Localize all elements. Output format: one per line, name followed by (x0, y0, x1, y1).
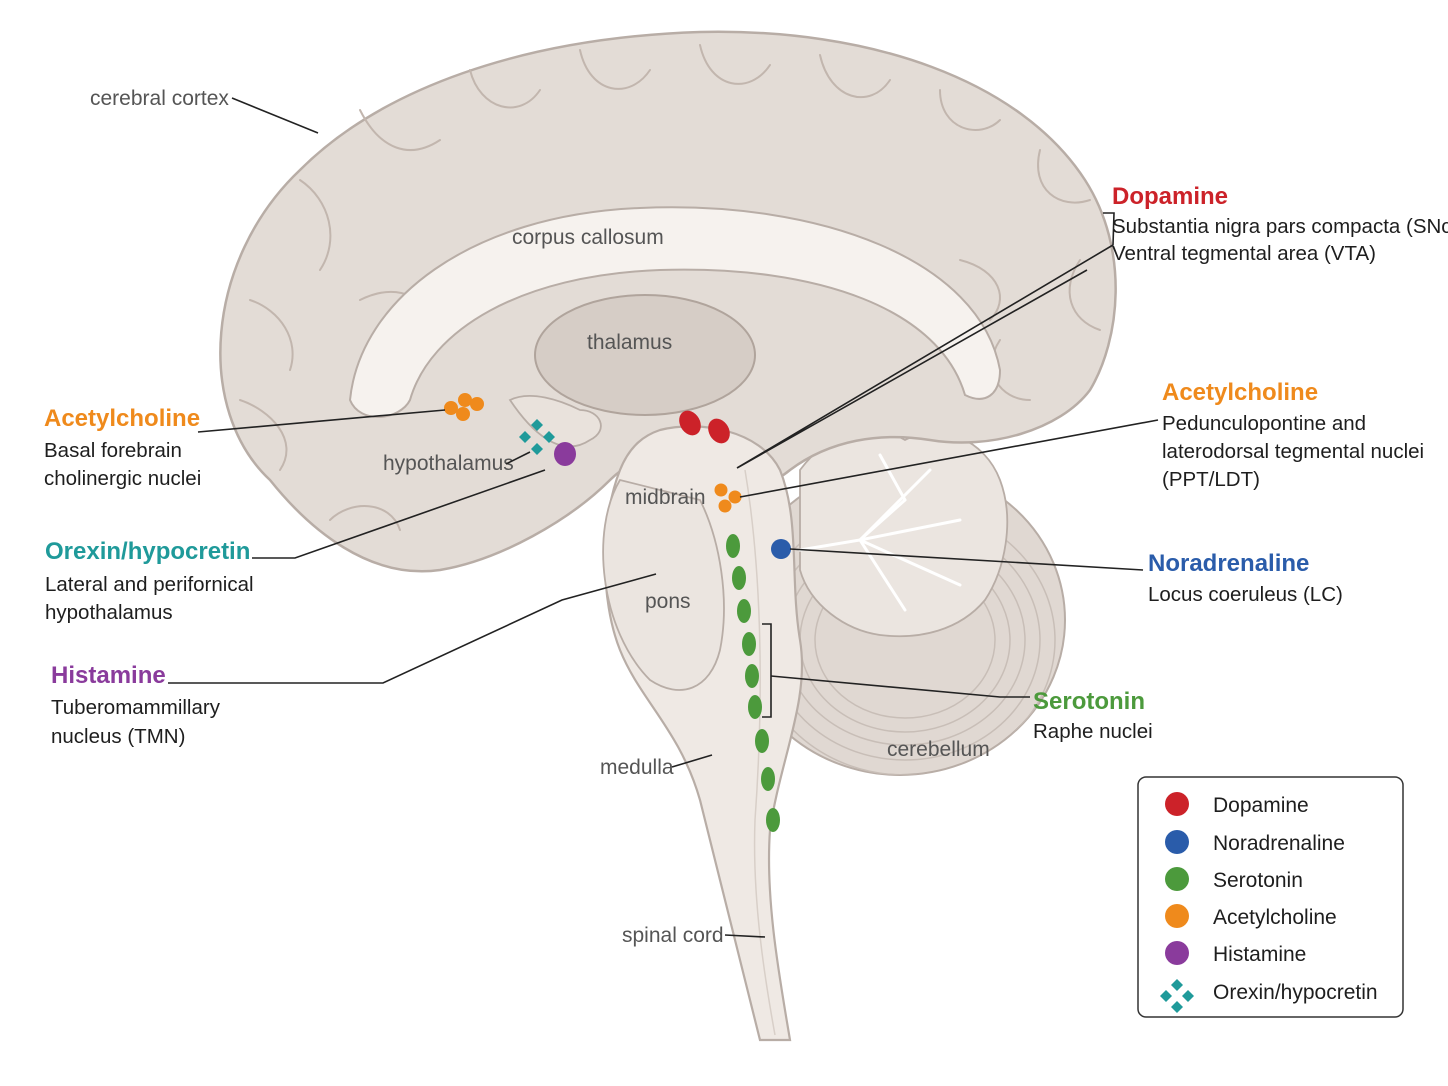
legend-swatch-orexin-icon (1160, 979, 1194, 1013)
region-label-medulla: medulla (600, 756, 674, 779)
region-label-corpus-callosum: corpus callosum (512, 226, 664, 249)
legend-label-noradrenaline: Noradrenaline (1213, 832, 1345, 855)
legend-label-serotonin: Serotonin (1213, 869, 1303, 892)
legend-label-orexin: Orexin/hypocretin (1213, 981, 1378, 1004)
label-orexin: Orexin/hypocretin Lateral and perifornic… (45, 538, 254, 624)
histamine-line-1: Tuberomammillary (51, 696, 221, 719)
thalamus-shape (534, 294, 756, 416)
histamine-title: Histamine (51, 662, 166, 689)
pontine-acetylcholine-nuclei (714, 483, 742, 513)
label-serotonin: Serotonin Raphe nuclei (1033, 688, 1153, 743)
ach-forebrain-title: Acetylcholine (44, 405, 200, 432)
legend-label-dopamine: Dopamine (1213, 794, 1309, 817)
orexin-nuclei (519, 419, 555, 455)
system-leader-lines (168, 212, 1159, 698)
legend-item: Acetylcholine (1165, 904, 1337, 929)
histamine-line-2: nucleus (TMN) (51, 725, 185, 748)
legend-swatch-serotonin (1165, 867, 1189, 891)
legend-label-histamine: Histamine (1213, 943, 1306, 966)
region-label-pons: pons (645, 590, 691, 613)
legend-swatch-histamine (1165, 941, 1189, 965)
ach-pontine-line-2: laterodorsal tegmental nuclei (1162, 440, 1424, 463)
ach-pontine-title: Acetylcholine (1162, 379, 1318, 406)
noradrenaline-title: Noradrenaline (1148, 550, 1309, 577)
corpus-callosum-shape (348, 206, 1002, 418)
brain-anatomy (219, 30, 1117, 1042)
nuclei-markers (444, 393, 791, 832)
region-label-cerebellum: cerebellum (887, 738, 990, 761)
locus-coeruleus-nucleus (771, 539, 791, 559)
region-labels: cerebral cortex corpus callosum thalamus… (90, 87, 990, 947)
ach-forebrain-line-1: Basal forebrain (44, 439, 182, 462)
legend-box (1137, 776, 1404, 1018)
legend-item: Noradrenaline (1165, 830, 1345, 855)
orexin-line-1: Lateral and perifornical (45, 573, 254, 596)
raphe-nuclei (726, 534, 780, 832)
label-acetylcholine-pontine: Acetylcholine Pedunculopontine and later… (1162, 379, 1424, 491)
region-label-cerebral-cortex: cerebral cortex (90, 87, 229, 110)
ach-pontine-line-1: Pedunculopontine and (1162, 412, 1366, 435)
legend-swatch-dopamine (1165, 792, 1189, 816)
label-noradrenaline: Noradrenaline Locus coeruleus (LC) (1148, 550, 1343, 606)
serotonin-title: Serotonin (1033, 688, 1145, 715)
dopamine-nuclei (679, 410, 730, 444)
legend-swatch-acetylcholine (1165, 904, 1189, 928)
legend-label-acetylcholine: Acetylcholine (1213, 906, 1337, 929)
orexin-title: Orexin/hypocretin (45, 538, 250, 565)
region-label-thalamus: thalamus (587, 331, 672, 354)
serotonin-line-1: Raphe nuclei (1033, 720, 1153, 743)
dopamine-line-2: Ventral tegmental area (VTA) (1112, 242, 1376, 265)
label-acetylcholine-forebrain: Acetylcholine Basal forebrain cholinergi… (44, 405, 201, 490)
ach-pontine-line-3: (PPT/LDT) (1162, 468, 1260, 491)
ach-forebrain-line-2: cholinergic nuclei (44, 467, 201, 490)
legend-item: Serotonin (1165, 867, 1303, 892)
label-dopamine: Dopamine Substantia nigra pars compacta … (1112, 183, 1448, 265)
region-label-spinal-cord: spinal cord (622, 924, 724, 947)
legend: Dopamine Noradrenaline Serotonin Acetylc… (1137, 776, 1404, 1018)
legend-item: Dopamine (1165, 792, 1309, 817)
dopamine-title: Dopamine (1112, 183, 1228, 210)
dopamine-line-1: Substantia nigra pars compacta (SNc) (1112, 215, 1448, 238)
region-pointer-lines (231, 97, 766, 938)
basal-forebrain-acetylcholine-nuclei (444, 393, 484, 421)
legend-item: Orexin/hypocretin (1160, 979, 1378, 1013)
orexin-line-2: hypothalamus (45, 601, 173, 624)
histamine-nucleus (554, 442, 576, 466)
label-histamine: Histamine Tuberomammillary nucleus (TMN) (51, 662, 221, 748)
hypothalamus-shape (508, 395, 602, 448)
region-label-hypothalamus: hypothalamus (383, 452, 514, 475)
region-label-midbrain: midbrain (625, 486, 706, 509)
noradrenaline-line-1: Locus coeruleus (LC) (1148, 583, 1343, 606)
legend-item: Histamine (1165, 941, 1306, 966)
legend-swatch-noradrenaline (1165, 830, 1189, 854)
